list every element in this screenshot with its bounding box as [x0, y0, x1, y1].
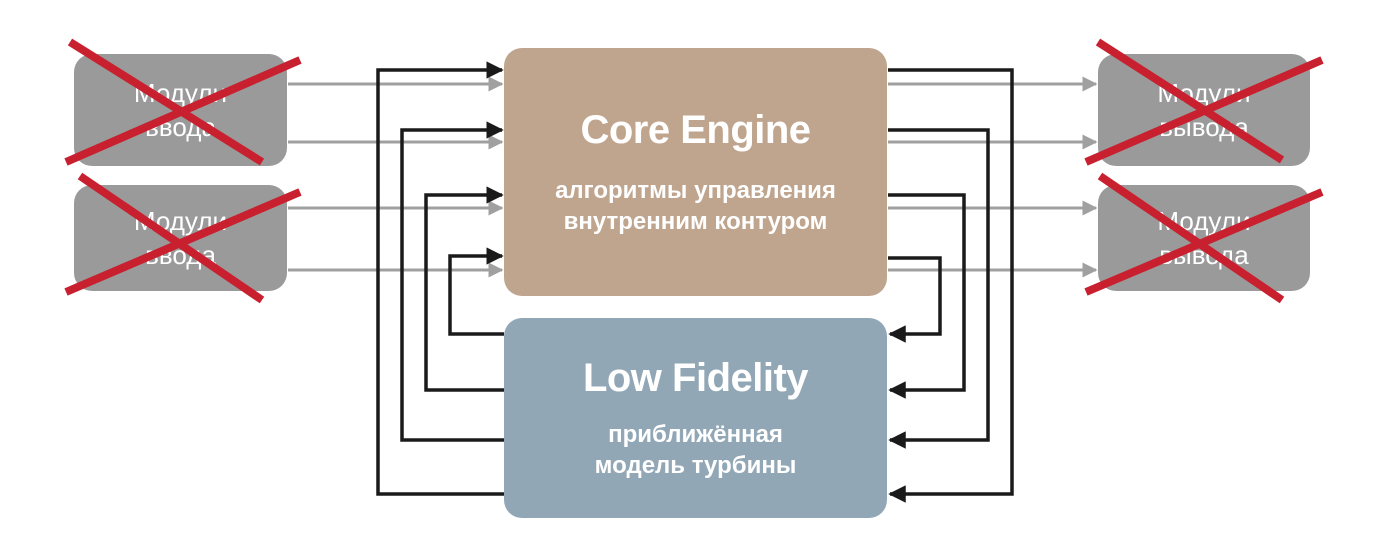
black-loop-right-1 [888, 68, 1014, 503]
cross-icon-input-1 [64, 38, 302, 166]
core-engine-title: Core Engine [580, 107, 811, 152]
black-loop-left-4 [448, 247, 504, 336]
cross-icon-output-1 [1084, 38, 1324, 166]
black-loop-left-3 [424, 186, 504, 392]
low-fidelity-title: Low Fidelity [582, 355, 809, 400]
black-loop-right-2 [888, 128, 990, 449]
core-engine-box: Core Engine алгоритмы управления внутрен… [504, 48, 887, 296]
core-engine-subtitle-line1: алгоритмы управления [555, 176, 836, 204]
cross-icon-output-2 [1084, 172, 1324, 304]
black-loop-left-2 [400, 121, 504, 442]
black-loop-right-3 [888, 193, 966, 399]
low-fidelity-subtitle-line2: модель турбины [594, 451, 797, 479]
black-loop-right-4 [888, 256, 942, 343]
core-engine-subtitle-line2: внутренним контуром [563, 207, 828, 235]
low-fidelity-subtitle-line1: приближённая [608, 420, 783, 448]
black-loop-left-1 [376, 61, 504, 496]
cross-icon-input-2 [64, 172, 302, 304]
low-fidelity-box: Low Fidelity приближённая модель турбины [504, 318, 887, 518]
